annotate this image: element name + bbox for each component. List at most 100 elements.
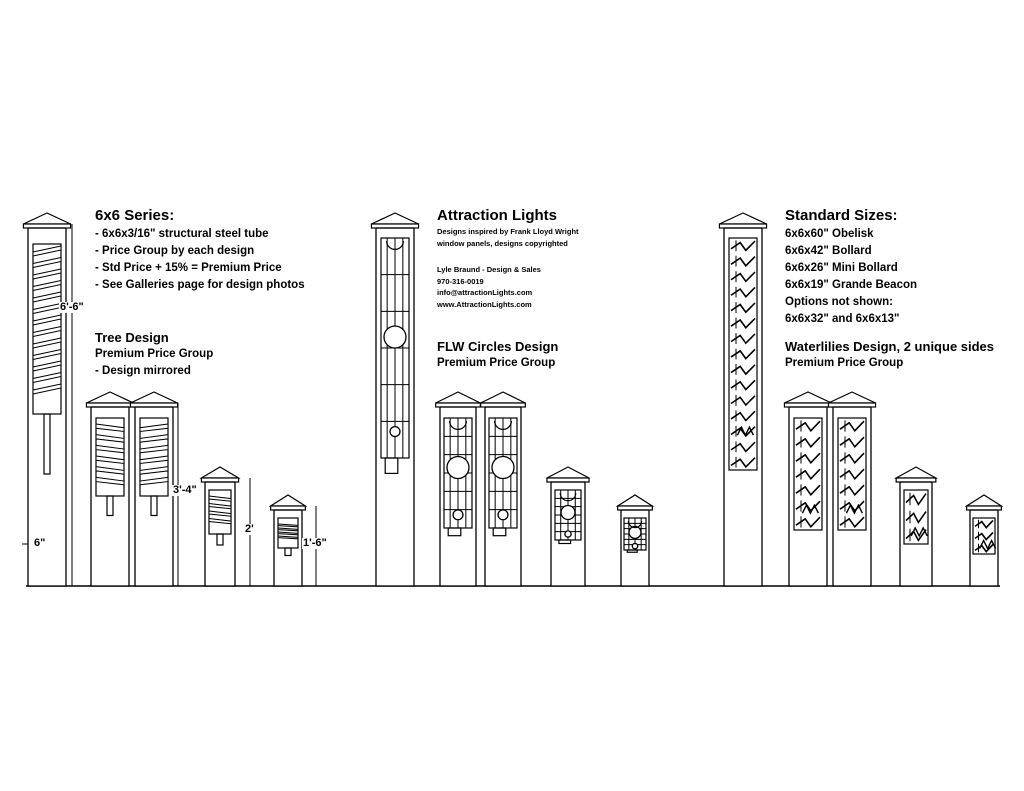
tree-line: - Design mirrored [95, 365, 191, 377]
cap-roof [480, 391, 526, 404]
foot-block [558, 539, 572, 545]
trunk [43, 413, 51, 475]
small-circle [631, 542, 639, 550]
louvre [32, 256, 62, 269]
louvre [32, 360, 62, 372]
size-item: 6x6x26" Mini Bollard [785, 262, 898, 274]
foot-block [384, 457, 399, 474]
tree-title: Tree Design [95, 330, 169, 345]
panel-frame [793, 417, 823, 531]
cap-roof [199, 466, 241, 479]
tree-obelisk [22, 212, 72, 587]
series-item: - Price Group by each design [95, 245, 255, 257]
panel-frame [728, 237, 758, 471]
louvre [277, 523, 299, 528]
arc-top [494, 420, 512, 430]
louvre [32, 371, 62, 384]
dim-obelisk-height: 6'-6" [59, 301, 85, 313]
trunk [216, 533, 224, 546]
lily-mini-bollard [893, 466, 939, 587]
post-body [723, 223, 763, 587]
louvre [32, 291, 62, 303]
small-circle [564, 530, 572, 538]
louvre [32, 245, 62, 257]
post-body [134, 402, 174, 587]
panel-frame [837, 417, 867, 531]
louvre [32, 337, 62, 349]
tree-bollard-a [85, 391, 135, 587]
louvre [95, 476, 125, 486]
lily-flower [978, 539, 997, 551]
lily-flower [801, 503, 820, 515]
louvre [95, 434, 125, 443]
post-body [969, 505, 999, 587]
dim-beacon-height: 1'-6" [302, 537, 328, 549]
post-body [90, 402, 130, 587]
series-item: - 6x6x3/16" structural steel tube [95, 228, 269, 240]
louvre [139, 444, 169, 454]
louvre [32, 383, 62, 395]
louvre [95, 423, 125, 433]
flw-line: Premium Price Group [437, 357, 556, 369]
louvre [32, 348, 62, 361]
louvre [139, 423, 169, 433]
tagline-line: Designs inspired by Frank Lloyd Wright [437, 227, 579, 236]
louvre [277, 527, 299, 532]
post-body [899, 477, 933, 587]
cap-roof [371, 212, 419, 225]
lily-flower [845, 503, 864, 515]
cap-roof [86, 391, 134, 404]
brand-contact: Lyle Braund - Design & Sales 970-316-001… [437, 266, 541, 312]
flw-title: FLW Circles Design [437, 339, 559, 354]
cap-roof [546, 466, 590, 479]
tree-line: Premium Price Group [95, 348, 214, 360]
cap-roof [828, 391, 876, 404]
louvre [208, 495, 232, 502]
big-circle [446, 455, 470, 480]
louvre [208, 510, 232, 517]
flw-beacon [615, 494, 655, 587]
big-circle [383, 325, 407, 349]
flw-bollard-b [480, 391, 526, 587]
louvre [95, 466, 125, 475]
lily-bollard-a [783, 391, 833, 587]
foot-block [492, 527, 507, 537]
louvre [208, 517, 232, 525]
foot-block [626, 549, 638, 553]
tree-bollard-b [129, 391, 179, 587]
big-circle [491, 455, 515, 480]
louvre [32, 325, 62, 338]
dim-base: 6" [33, 537, 47, 549]
tree-mini-bollard [199, 466, 241, 587]
contact-line: Lyle Braund - Design & Sales [437, 265, 541, 274]
big-circle [628, 525, 642, 540]
cap-roof [893, 466, 939, 479]
dim-bollard-height: 3'-4" [172, 484, 198, 496]
trunk [150, 495, 158, 517]
series-list: - 6x6x3/16" structural steel tube - Pric… [95, 228, 305, 297]
contact-line: 970-316-0019 [437, 276, 484, 286]
tagline-line: window panels, designs copyrighted [437, 238, 568, 248]
louvre [277, 535, 299, 540]
louvre [208, 502, 232, 510]
louvre [139, 434, 169, 443]
waterlilies-line: Premium Price Group [785, 357, 904, 369]
cap-roof [615, 494, 655, 507]
cap-roof [784, 391, 832, 404]
flw-bollard-a [435, 391, 481, 587]
small-circle [389, 425, 401, 438]
series-item: - Std Price + 15% = Premium Price [95, 262, 282, 274]
brand-tagline: Designs inspired by Frank Lloyd Wright w… [437, 228, 579, 251]
louvre [139, 466, 169, 475]
small-circle [497, 509, 509, 521]
series-title: 6x6 Series: [95, 207, 175, 224]
post-body [788, 402, 828, 587]
contact-line: www.AttractionLights.com [437, 299, 532, 309]
louvre [139, 476, 169, 486]
cap-roof [435, 391, 481, 404]
cap-roof [719, 212, 767, 225]
trunk [106, 495, 114, 517]
size-item: 6x6x32" and 6x6x13" [785, 313, 900, 325]
panel-frame [903, 489, 929, 545]
